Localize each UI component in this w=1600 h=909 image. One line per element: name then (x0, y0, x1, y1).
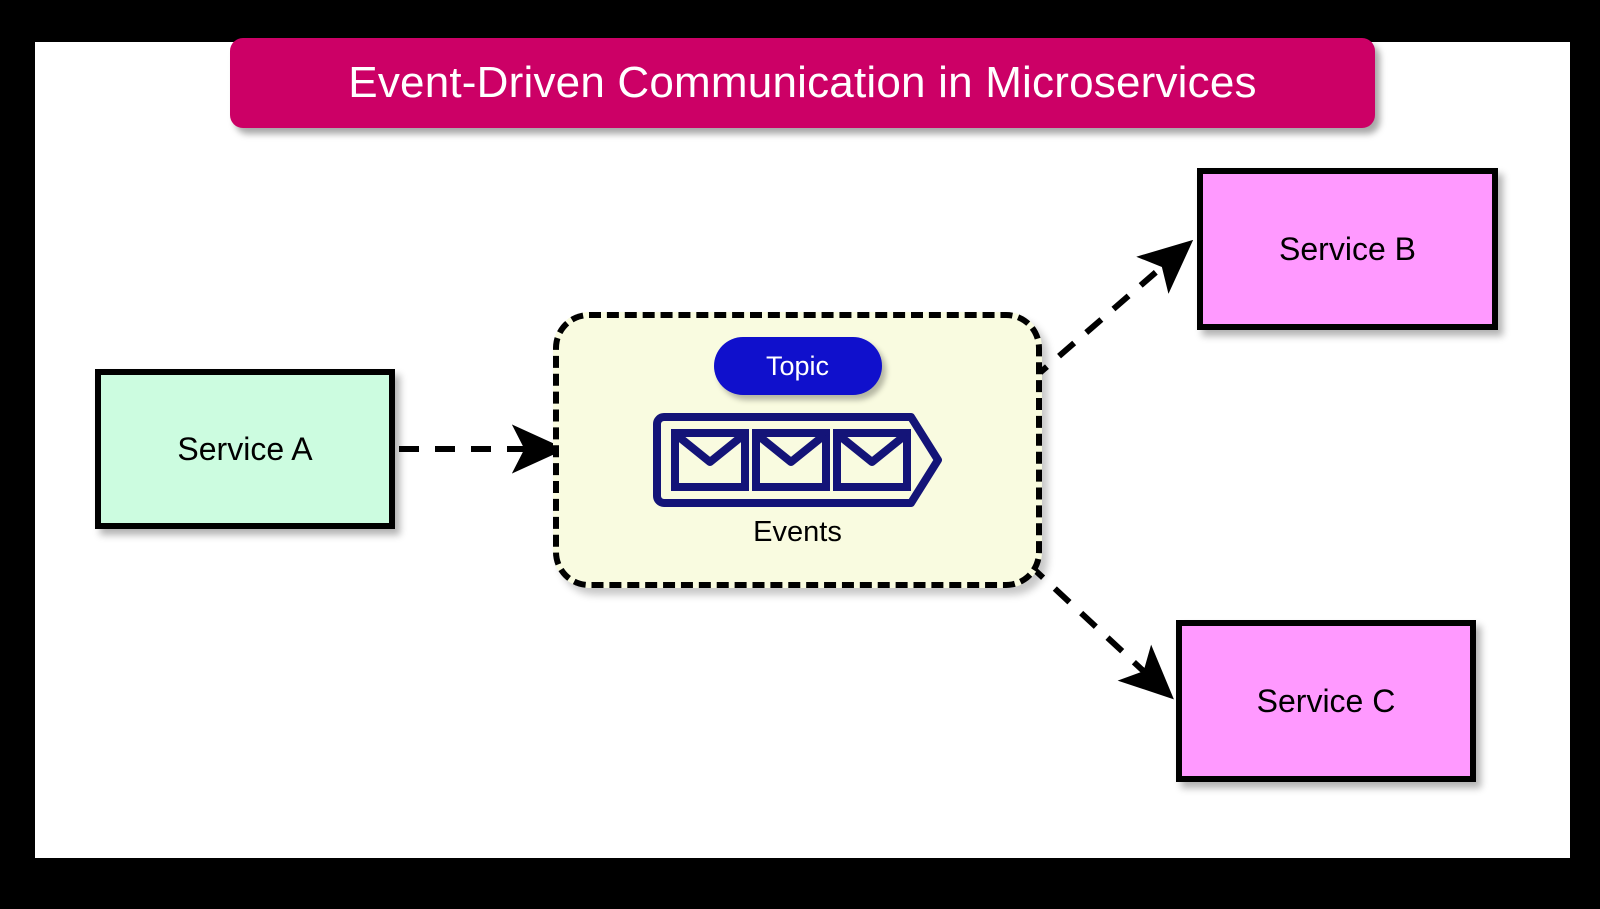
envelope-icon (670, 429, 749, 491)
page-title: Event-Driven Communication in Microservi… (348, 58, 1257, 107)
diagram-canvas: Event-Driven Communication in Microservi… (35, 38, 1570, 858)
event-queue-graphic (652, 413, 943, 507)
queue-outline-shape (652, 413, 942, 507)
node-service-b-label: Service B (1279, 230, 1416, 267)
node-service-c-label: Service C (1256, 682, 1396, 719)
node-service-a-label: Service A (177, 430, 313, 467)
envelope-icon (832, 429, 911, 491)
events-label: Events (753, 516, 842, 548)
node-service-b[interactable]: Service B (1197, 168, 1498, 330)
node-topic-broker[interactable]: Topic (553, 312, 1042, 588)
topic-badge-label: Topic (765, 350, 830, 381)
node-service-c[interactable]: Service C (1176, 620, 1476, 782)
topic-badge[interactable]: Topic (713, 337, 882, 395)
envelope-icon (751, 429, 830, 491)
diagram-title-banner: Event-Driven Communication in Microservi… (230, 38, 1375, 128)
node-service-a[interactable]: Service A (95, 369, 395, 529)
